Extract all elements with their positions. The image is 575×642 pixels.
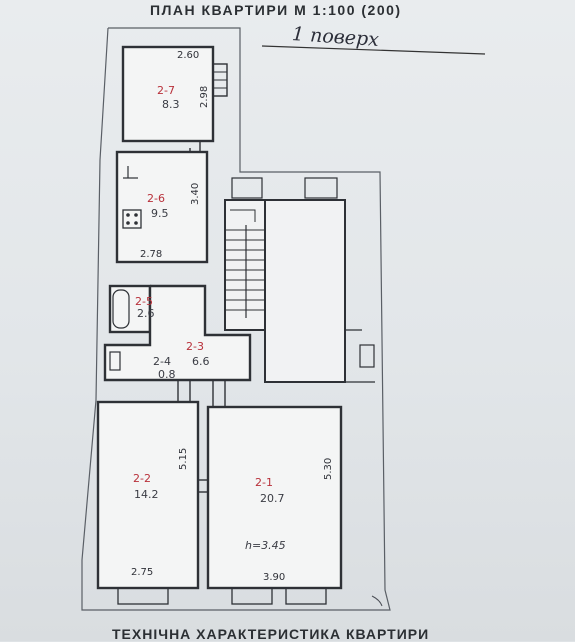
outer-wall [81, 27, 391, 611]
room-2-6-length: 3.40 [190, 182, 201, 205]
room-2-7-length: 2.98 [199, 85, 210, 108]
room-2-2-width: 2.75 [131, 567, 154, 578]
room-2-3 [103, 284, 252, 382]
room-2-7-area: 8.3 [162, 98, 180, 111]
room-2-4-area: 0.8 [158, 368, 176, 381]
room-2-6-width: 2.78 [140, 249, 163, 260]
room-2-1-width: 3.90 [263, 572, 286, 583]
plan-title: ПЛАН КВАРТИРИ М 1:100 (200) [150, 2, 402, 18]
room-2-3-area: 6.6 [192, 355, 210, 368]
room-2-7-label: 2-7 [157, 84, 175, 97]
room-2-2-area: 14.2 [134, 488, 159, 501]
adjacent-space [264, 199, 346, 383]
room-2-2-length: 5.15 [178, 447, 189, 470]
room-2-7 [121, 45, 215, 143]
room-2-1-label: 2-1 [255, 476, 273, 489]
room-2-6-area: 9.5 [151, 207, 169, 220]
room-2-1 [206, 405, 343, 590]
room-2-6-label: 2-6 [147, 192, 165, 205]
room-2-2-label: 2-2 [133, 472, 151, 485]
room-2-6 [115, 150, 209, 264]
footer-title: ТЕХНІЧНА ХАРАКТЕРИСТИКА КВАРТИРИ [112, 626, 430, 642]
ceiling-height: h=3.45 [245, 539, 286, 552]
room-2-1-area: 20.7 [260, 492, 285, 505]
room-2-2 [96, 400, 200, 590]
room-2-1-length: 5.30 [323, 457, 334, 480]
room-2-4-label: 2-4 [153, 355, 171, 368]
room-2-7-width: 2.60 [177, 50, 200, 61]
room-2-3-label: 2-3 [186, 340, 204, 353]
room-2-5-label: 2-5 [135, 295, 153, 308]
room-2-5-area: 2.6 [137, 307, 155, 320]
room-2-5 [108, 284, 152, 334]
